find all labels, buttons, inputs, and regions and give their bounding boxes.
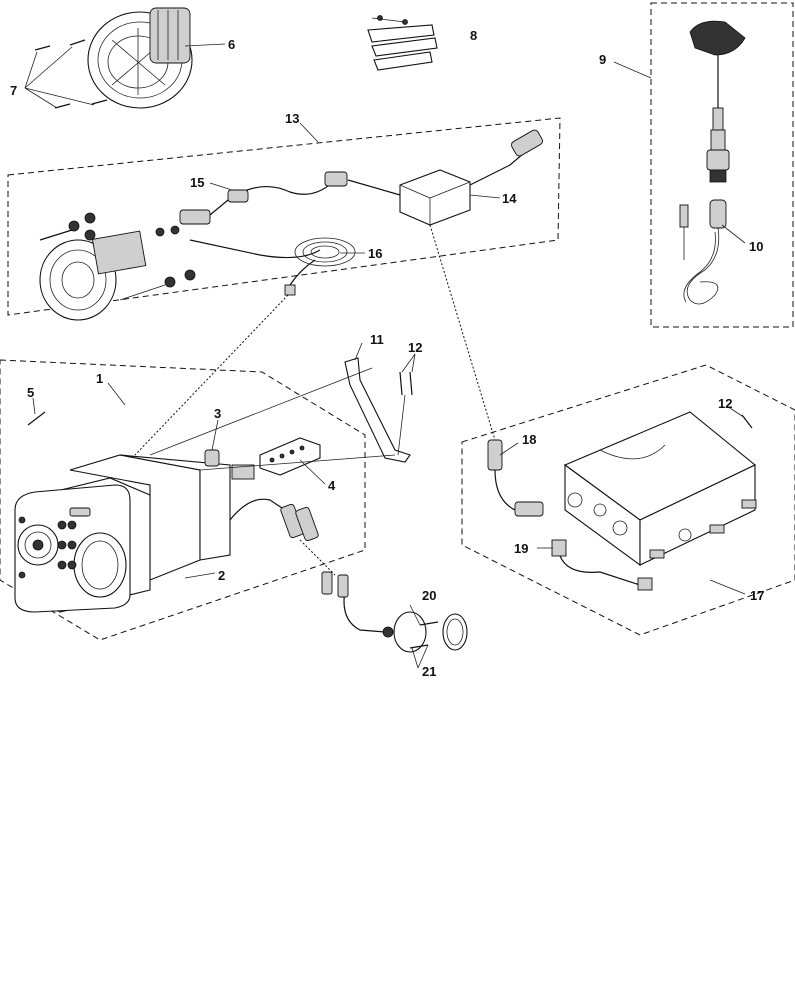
cable-15	[209, 171, 348, 216]
callout-18: 18	[522, 432, 536, 447]
screws-21	[409, 621, 439, 649]
callout-19: 19	[514, 541, 528, 556]
callout-8: 8	[470, 28, 477, 43]
connection-line	[429, 224, 496, 441]
callout-2: 2	[218, 568, 225, 583]
callout-11: 11	[370, 332, 384, 347]
wire-harness-4	[231, 437, 321, 480]
gauge-20	[321, 571, 468, 653]
screw-5	[27, 411, 46, 426]
amplifier-17	[563, 411, 757, 567]
callout-15: 15	[190, 175, 204, 190]
callout-12-upper: 12	[408, 340, 422, 355]
screws-7	[34, 39, 108, 109]
callout-7: 7	[10, 83, 17, 98]
rca-cable	[229, 498, 336, 576]
connector-19	[551, 539, 653, 591]
callout-9: 9	[599, 52, 606, 67]
speaker-6	[87, 7, 193, 109]
callout-14: 14	[502, 191, 517, 206]
callout-1: 1	[96, 371, 103, 386]
callout-6: 6	[228, 37, 235, 52]
splitter-14	[347, 129, 543, 226]
callout-3: 3	[214, 406, 221, 421]
callout-13: 13	[285, 111, 299, 126]
group-1-boundary	[0, 359, 366, 641]
callout-5: 5	[27, 385, 34, 400]
screws-12-upper	[397, 371, 413, 456]
callout-21: 21	[422, 664, 436, 679]
callout-12-lower: 12	[718, 396, 732, 411]
callout-20: 20	[422, 588, 436, 603]
bracket-11	[149, 357, 411, 471]
cable-16	[189, 237, 356, 296]
cable-18	[487, 439, 544, 517]
callout-10: 10	[749, 239, 763, 254]
antenna-cable-10	[679, 199, 727, 305]
callout-labels: 6 7 8 9 10 13 14 15 16 1 5 3 4 2 11 12 1…	[10, 28, 764, 679]
callout-4: 4	[328, 478, 336, 493]
fuse-3	[204, 449, 220, 467]
harness-8	[367, 15, 438, 71]
stereo-head-unit-2	[14, 454, 231, 613]
group-17-boundary	[461, 364, 795, 636]
group-9-boundary	[650, 2, 794, 328]
callout-17: 17	[750, 588, 764, 603]
leader-lines	[24, 43, 746, 669]
antenna-9	[689, 20, 746, 183]
callout-16: 16	[368, 246, 382, 261]
connection-line	[134, 294, 289, 456]
remote-control-assembly	[39, 209, 211, 321]
